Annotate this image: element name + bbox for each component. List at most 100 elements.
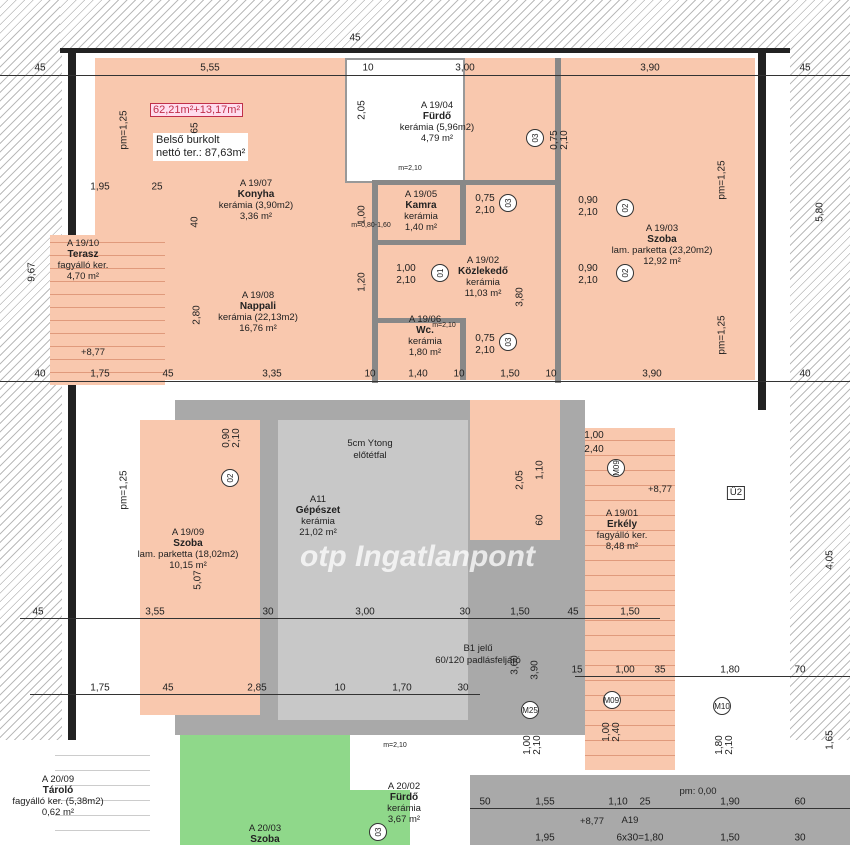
net-area-value: nettó ter.: 87,63m²: [156, 147, 246, 159]
door-tag: 02: [616, 199, 634, 217]
dimension-label: 3,00: [455, 62, 475, 74]
dimension-label: 1,50: [720, 832, 740, 844]
dimension-label: 5,07: [192, 570, 204, 590]
dim-line: [0, 75, 850, 76]
dim-line: [575, 676, 850, 677]
dimension-label: 9,67: [26, 262, 38, 282]
dimension-label: 60: [534, 514, 546, 526]
dimension-label: 35: [654, 664, 666, 676]
dimension-label: 1,70: [392, 682, 412, 694]
dimension-label: 2,05: [356, 100, 368, 120]
wall-left: [68, 50, 76, 740]
dim-line: [20, 618, 660, 619]
watermark-logo: otp Ingatlanpont: [300, 540, 535, 573]
dimension-label: 4,05: [824, 550, 836, 570]
dimension-label: 40: [799, 368, 811, 380]
dimension-label: 25: [151, 181, 163, 193]
dimension-label: 1,50: [500, 368, 520, 380]
dimension-label: 45: [34, 62, 46, 74]
dimension-label: 2,80: [191, 305, 203, 325]
door-tag: 03: [369, 823, 387, 841]
corridor-lower-floor: [470, 400, 560, 540]
inner-wall-5: [372, 240, 466, 245]
dimension-label: 10: [334, 682, 346, 694]
wall-right: [758, 50, 766, 410]
dimension-label: 40: [189, 216, 201, 228]
dimension-label: 70: [794, 664, 806, 676]
dimension-label: 3,35: [262, 368, 282, 380]
dimension-label: 2,05: [514, 470, 526, 490]
total-area: 62,21m²+13,17m²: [150, 103, 244, 117]
net-area-box: Belső burkolt nettó ter.: 87,63m²: [153, 133, 249, 161]
inner-wall-4: [372, 180, 560, 185]
door-tag: 03: [526, 129, 544, 147]
stair-label: A19: [621, 815, 639, 826]
inner-wall-1: [372, 183, 378, 383]
dimension-label: 1,40: [408, 368, 428, 380]
dimension-label: 3,00: [355, 606, 375, 618]
dimension-label: 50: [479, 796, 491, 808]
height-note: m=0,80-1,60: [351, 222, 391, 229]
dimension-label: 65: [189, 122, 201, 134]
bottom-strip: [470, 775, 850, 845]
net-area-label: Belső burkolt: [156, 134, 220, 146]
dimension-label: pm=1,25: [118, 110, 130, 150]
dimension-label: 5,55: [200, 62, 220, 74]
inner-wall-3: [555, 58, 561, 383]
dimension-label: 10: [364, 368, 376, 380]
level-label: +8,77: [80, 347, 106, 358]
dimension-label: 10: [545, 368, 557, 380]
level-label: pm: 0,00: [679, 786, 717, 797]
window-tag-m09a: M09': [603, 691, 621, 709]
dimension-label: 45: [162, 682, 174, 694]
roof-top: [60, 0, 790, 52]
dimension-label: 1,95: [535, 832, 555, 844]
dimension-label: 1,50: [510, 606, 530, 618]
dimension-label: 15: [571, 664, 583, 676]
dimension-label: 3,80: [514, 287, 526, 307]
dimension-label: 10: [362, 62, 374, 74]
dimension-label: 1,00: [615, 664, 635, 676]
door-tag: 03: [499, 194, 517, 212]
door-tag: 02: [616, 264, 634, 282]
dimension-label: 1,90: [720, 796, 740, 808]
inner-wall-7: [460, 318, 466, 380]
storage-floor: [55, 745, 150, 845]
dimension-label: 3,55: [145, 606, 165, 618]
dimension-label: 1,10: [534, 460, 546, 480]
dimension-label: 40: [34, 368, 46, 380]
window-tag-m10: M10: [713, 697, 731, 715]
dimension-label: 45: [799, 62, 811, 74]
dimension-label: 5,80: [814, 202, 826, 222]
dimension-label: 3,90: [529, 660, 541, 680]
dimension-label: 30: [459, 606, 471, 618]
door-tag: 03: [499, 333, 517, 351]
dimension-label: 30: [457, 682, 469, 694]
dimension-label: 3,90: [642, 368, 662, 380]
dimension-label: 30: [262, 606, 274, 618]
dim-line: [470, 808, 850, 809]
dimension-label: pm=1,25: [716, 160, 728, 200]
inner-wall-6: [372, 318, 466, 323]
dimension-label: 1,95: [90, 181, 110, 193]
dimension-label: 45: [567, 606, 579, 618]
